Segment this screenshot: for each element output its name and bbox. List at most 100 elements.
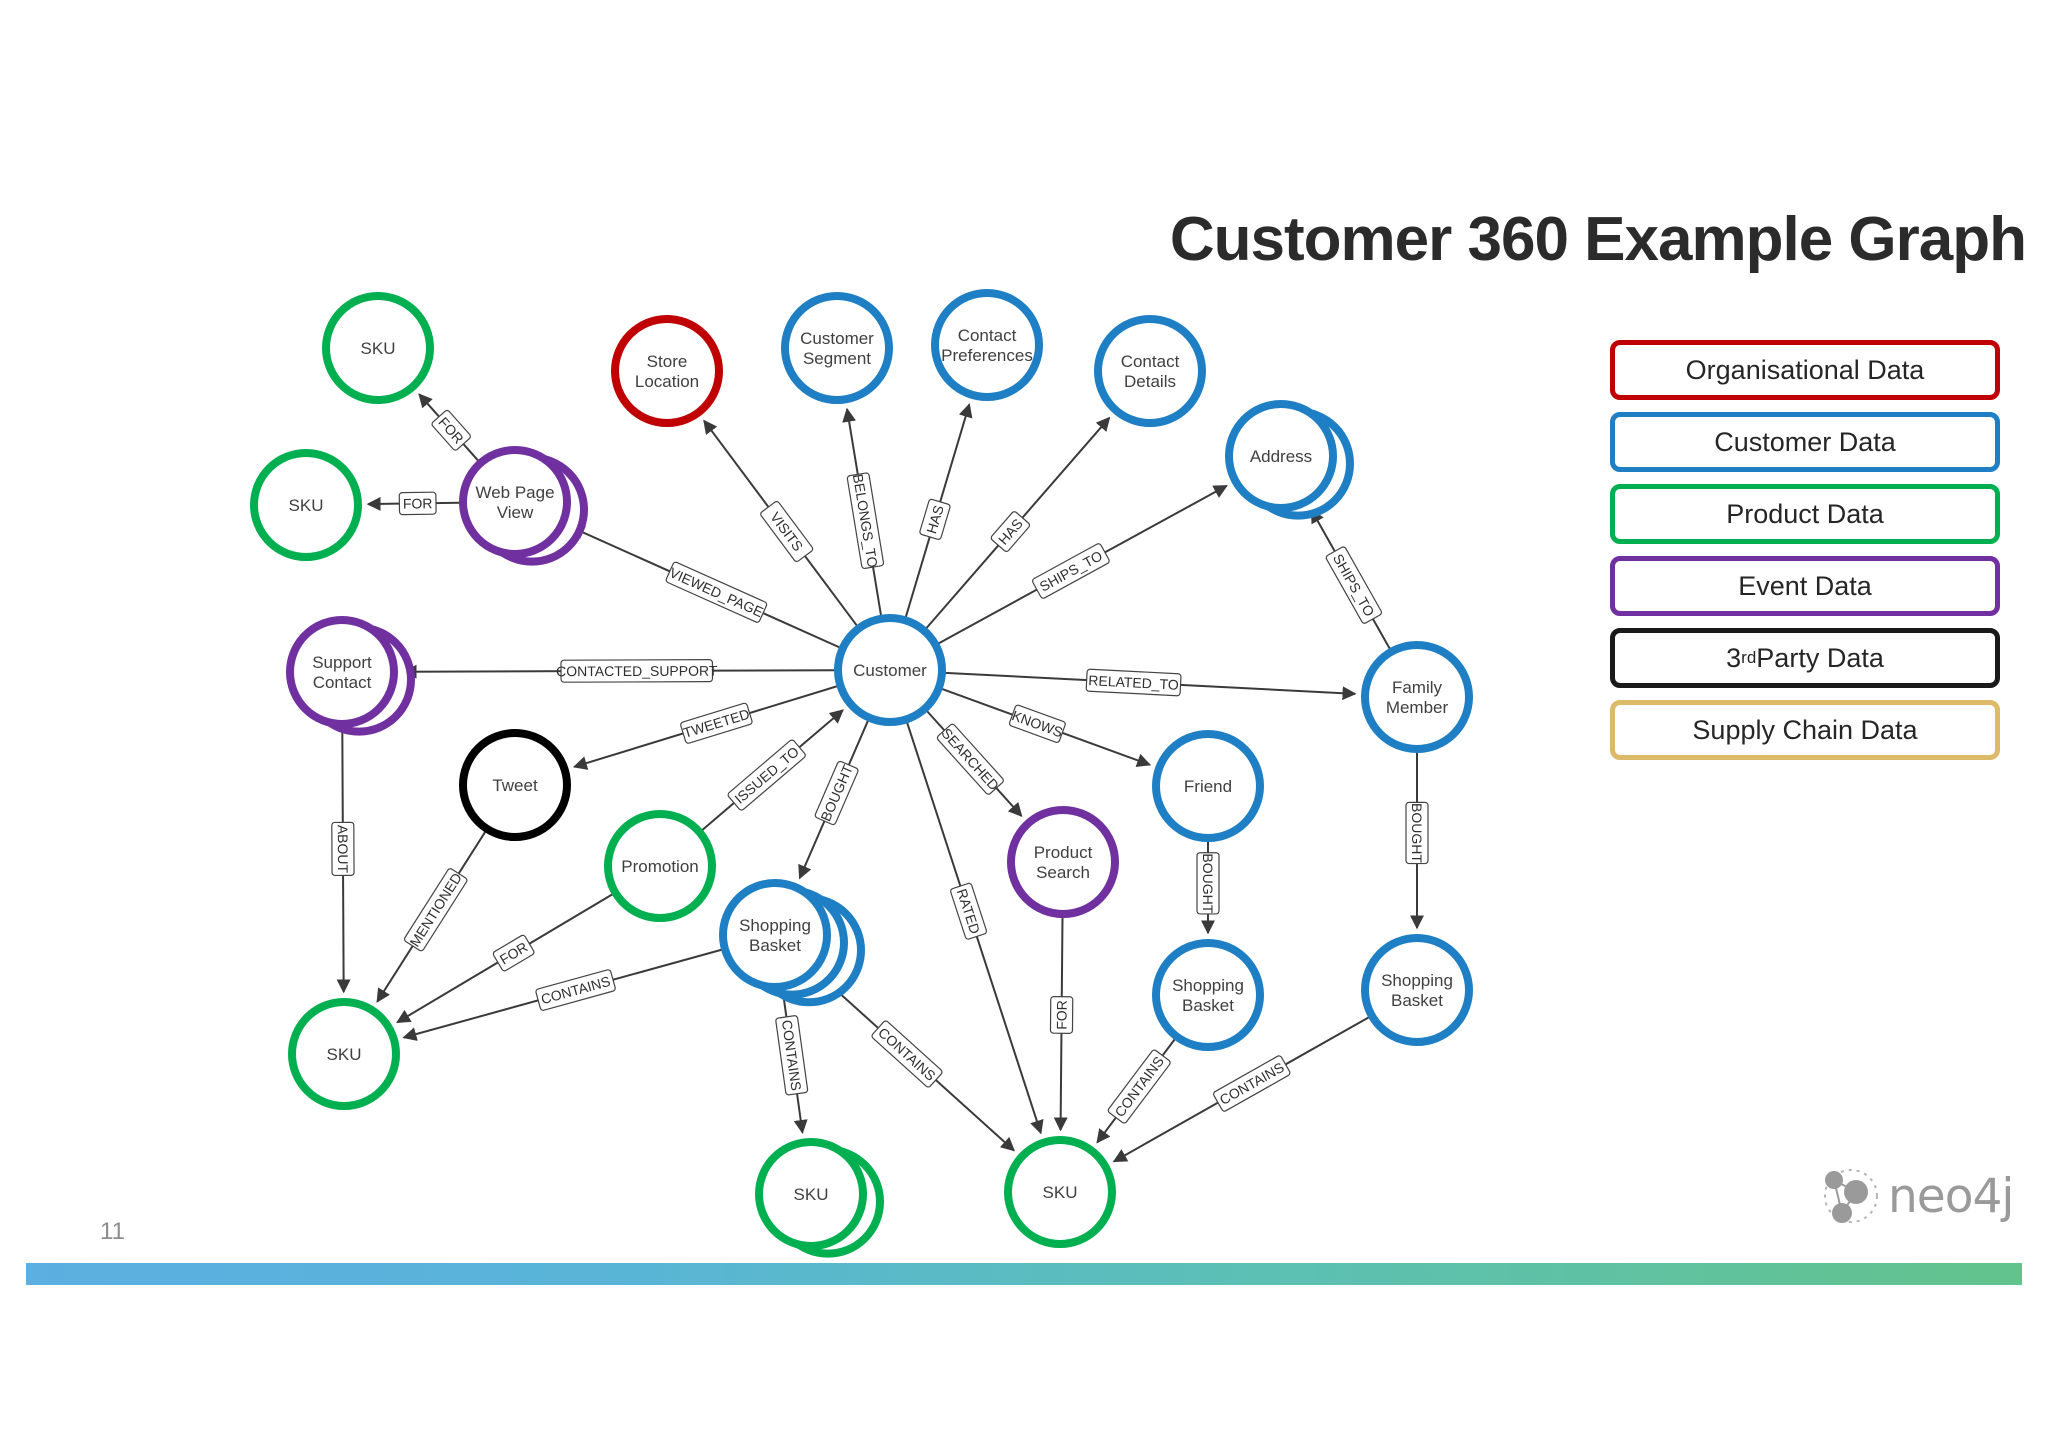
edge-label: FOR	[1049, 996, 1074, 1034]
legend-item-product[interactable]: Product Data	[1610, 484, 2000, 544]
node-circle	[931, 289, 1043, 401]
node-label: Contact	[1121, 352, 1180, 371]
node-label: Family	[1392, 678, 1443, 697]
edge-label-box	[846, 472, 885, 570]
legend-label-suffix: Party Data	[1756, 642, 1884, 673]
node-circle	[719, 879, 831, 991]
edge-label: VIEWED_PAGE	[665, 561, 768, 623]
node-label: Shopping	[739, 916, 811, 935]
node-label: Shopping	[1172, 976, 1244, 995]
edge-label-box	[990, 511, 1031, 552]
edge-label: FOR	[492, 934, 535, 972]
edge-label-text: ISSUED_TO	[731, 743, 802, 807]
graph-node-sku_l[interactable]: SKU	[250, 449, 362, 561]
edge-label-text: BOUGHT	[1409, 803, 1425, 863]
edge-label: CONTAINS	[871, 1020, 943, 1088]
graph-node-promotion[interactable]: Promotion	[604, 810, 716, 922]
graph-node-sku_br[interactable]: SKU	[1004, 1136, 1116, 1248]
node-label: Contact	[313, 673, 372, 692]
edge-label-box	[1213, 1055, 1291, 1112]
node-label: Tweet	[492, 776, 538, 795]
node-circle	[755, 1138, 867, 1250]
legend-item-organisational[interactable]: Organisational Data	[1610, 340, 2000, 400]
edge-label-text: FOR	[1053, 1000, 1069, 1030]
node-circle	[611, 315, 723, 427]
node-label: View	[497, 503, 534, 522]
legend-label-prefix: 3	[1726, 642, 1742, 673]
edge-label: TWEETED	[680, 702, 753, 744]
neo4j-mark-icon	[1824, 1169, 1878, 1223]
node-label: Promotion	[621, 857, 698, 876]
graph-node-sku_tl[interactable]: SKU	[322, 292, 434, 404]
node-label: SKU	[1043, 1183, 1078, 1202]
node-label: Details	[1124, 372, 1176, 391]
node-label: Shopping	[1381, 971, 1453, 990]
legend-item-customer[interactable]: Customer Data	[1610, 412, 2000, 472]
node-circle	[781, 292, 893, 404]
node-label: Preferences	[941, 346, 1033, 365]
node-label: SKU	[794, 1185, 829, 1204]
legend: Organisational Data Customer Data Produc…	[1610, 340, 2000, 772]
graph-node-address[interactable]: Address	[1225, 400, 1354, 520]
edge-label-box	[665, 561, 768, 623]
graph-node-friend[interactable]: Friend	[1152, 730, 1264, 842]
edge-label-box	[919, 498, 951, 540]
node-circle	[1094, 315, 1206, 427]
edge-label-box	[1008, 704, 1066, 743]
graph-node-tweet[interactable]: Tweet	[459, 729, 571, 841]
node-label: Segment	[803, 349, 871, 368]
node-label: Search	[1036, 863, 1090, 882]
edge-label: BELONGS_TO	[846, 472, 885, 570]
edge-label: VISITS	[760, 501, 814, 563]
node-label: Store	[647, 352, 688, 371]
node-circle	[834, 614, 946, 726]
edge-label: BOUGHT	[1196, 852, 1220, 915]
edge-label-box	[403, 868, 468, 952]
node-label: Customer	[800, 329, 874, 348]
edge-label-box	[814, 760, 859, 826]
legend-item-supply-chain[interactable]: Supply Chain Data	[1610, 700, 2000, 760]
legend-item-event[interactable]: Event Data	[1610, 556, 2000, 616]
node-circle	[1152, 730, 1264, 842]
edge-label: SEARCHED	[936, 723, 1004, 795]
edge-label-text: CONTAINS	[875, 1024, 939, 1084]
edge-label: RATED	[950, 882, 988, 940]
edge-label-box	[936, 723, 1004, 795]
edge-label-box	[492, 934, 535, 972]
edge-label-text: FOR	[403, 495, 433, 511]
node-circle	[1225, 400, 1337, 512]
node-label: SKU	[361, 339, 396, 358]
node-label: Basket	[749, 936, 801, 955]
legend-label: Product Data	[1726, 498, 1884, 529]
edge-label: CONTACTED_SUPPORT	[556, 659, 718, 683]
node-circle	[459, 729, 571, 841]
edge-label: BOUGHT	[1405, 801, 1429, 865]
edge-label-text: VIEWED_PAGE	[667, 564, 766, 620]
edge-label-box	[1085, 668, 1182, 697]
edge-label: KNOWS	[1008, 704, 1066, 743]
node-label: Customer	[853, 661, 927, 680]
graph-node-customer[interactable]: Customer	[834, 614, 946, 726]
legend-label: Supply Chain Data	[1692, 714, 1918, 745]
node-circle	[1361, 641, 1473, 753]
node-label: Web Page	[475, 483, 554, 502]
edge-label: ABOUT	[331, 821, 355, 877]
edge-label-box	[1325, 546, 1383, 624]
edge-label-text: RELATED_TO	[1088, 672, 1179, 693]
graph-node-sku_bm[interactable]: SKU	[755, 1138, 884, 1258]
graph-node-sku_bl[interactable]: SKU	[288, 998, 400, 1110]
